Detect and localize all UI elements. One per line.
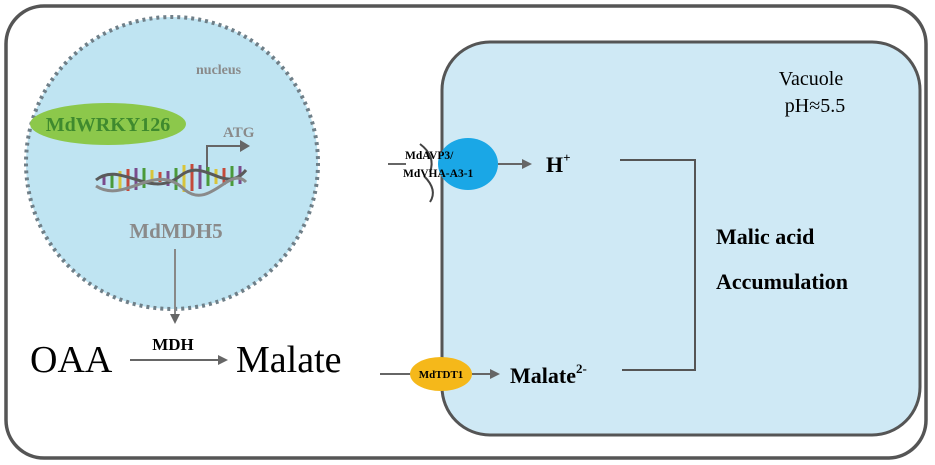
transcription-factor-ellipse xyxy=(30,103,186,145)
mdh-enzyme-label: MDH xyxy=(152,335,194,354)
transcription-start-arrow xyxy=(206,140,250,174)
gene-label: MdMDH5 xyxy=(129,219,222,243)
malate-label: Malate xyxy=(236,339,342,381)
proton-pump-label-line1: MdAVP3/ xyxy=(405,150,454,162)
dna-helix-icon xyxy=(95,164,248,197)
malate-ion-label: Malate2- xyxy=(510,361,587,388)
vacuole xyxy=(440,40,922,437)
transcription-factor-label: MdWRKY126 xyxy=(46,114,170,136)
start-codon-label: ATG xyxy=(223,125,255,141)
transporter-oval xyxy=(410,357,472,391)
vacuole-label: Vacuole xyxy=(779,68,844,90)
outcome-label-line1: Malic acid xyxy=(716,224,814,249)
proton-pump-oval xyxy=(438,138,498,190)
outcome-label-line2: Accumulation xyxy=(716,269,848,294)
transporter-label: MdTDT1 xyxy=(419,369,464,381)
nucleus xyxy=(24,15,320,311)
proton-pump-label-line2: MdVHA-A3-1 xyxy=(403,168,474,180)
vacuole-ph-label: pH≈5.5 xyxy=(785,95,845,117)
nucleus-label: nucleus xyxy=(196,63,242,78)
accumulation-bracket xyxy=(620,159,696,371)
proton-label: H+ xyxy=(546,150,571,177)
oaa-label: OAA xyxy=(30,339,113,381)
proton-pump xyxy=(388,138,532,203)
